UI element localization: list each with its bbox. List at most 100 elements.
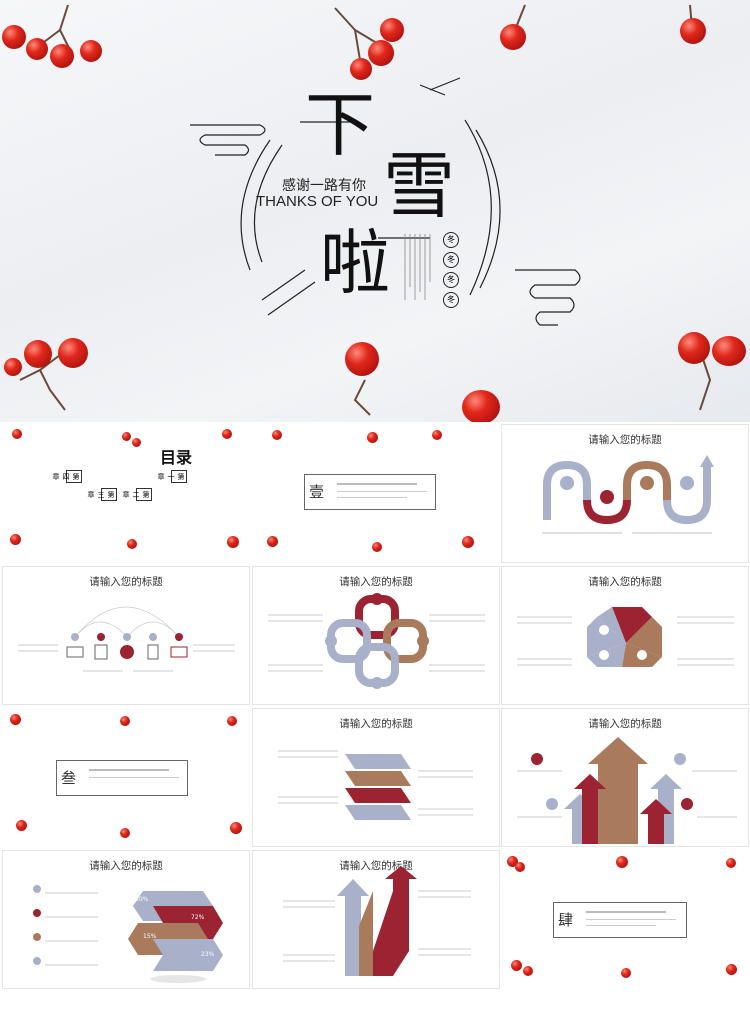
slide-section-4[interactable]: 肆 <box>501 850 749 989</box>
berry <box>12 429 22 439</box>
berry <box>500 24 526 50</box>
berry <box>726 858 736 868</box>
berry <box>515 862 525 872</box>
section-line <box>337 483 417 485</box>
berry <box>122 432 131 441</box>
slide-title: 请输入您的标题 <box>588 576 662 588</box>
slide-title: 请输入您的标题 <box>339 718 413 730</box>
seal-column: 冬 冬 冬 冬 <box>443 232 459 308</box>
section-line <box>586 919 676 920</box>
berry <box>127 539 137 549</box>
road-diagram <box>542 455 714 534</box>
pct-label: 80% <box>135 896 149 903</box>
toc-title: 目录 <box>160 448 193 467</box>
berry <box>372 542 382 552</box>
berry <box>227 716 237 726</box>
cover-slide[interactable]: 下 雪 啦 感谢一路有你 THANKS OF YOU 冬 冬 冬 冬 <box>0 0 750 422</box>
slide-content-loops[interactable]: 请输入您的标题 <box>252 566 500 705</box>
berry <box>16 820 27 831</box>
up-down-arrows <box>283 866 471 976</box>
footer-strip <box>0 992 750 1030</box>
title-char-xia: 下 <box>305 84 375 166</box>
section-line <box>337 497 407 498</box>
berry <box>80 40 102 62</box>
section-number: 壹 <box>309 483 325 501</box>
section-frame: 肆 <box>553 902 687 938</box>
vertical-text-block <box>402 232 432 302</box>
toc-chapter[interactable]: 第三章 <box>87 488 117 501</box>
berry <box>350 58 372 80</box>
slide-title: 请输入您的标题 <box>339 576 413 588</box>
berry <box>50 44 74 68</box>
section-frame: 叁 <box>56 760 188 796</box>
seal: 冬 <box>443 232 459 248</box>
slide-content-layers[interactable]: 请输入您的标题 <box>252 708 500 847</box>
zigzag-diagram <box>33 885 223 983</box>
berry <box>507 856 518 867</box>
slide-title: 请输入您的标题 <box>588 434 662 446</box>
berry <box>2 25 26 49</box>
berry <box>4 358 22 376</box>
section-line <box>89 777 179 778</box>
toc-chapter[interactable]: 第四章 <box>52 470 82 483</box>
seal: 冬 <box>443 272 459 288</box>
slide-content-octagon[interactable]: 请输入您的标题 <box>501 566 749 705</box>
title-char-xue: 雪 <box>383 144 456 228</box>
subtitle-cn: 感谢一路有你 <box>282 178 366 194</box>
slide-section-1[interactable]: 壹 <box>252 424 500 563</box>
layers-diagram <box>278 750 473 820</box>
berry <box>120 716 130 726</box>
berry <box>680 18 706 44</box>
berry <box>621 968 631 978</box>
slide-content-arrows[interactable]: 请输入您的标题 <box>501 708 749 847</box>
slide-title: 请输入您的标题 <box>588 718 662 730</box>
slide-content-up-down[interactable]: 请输入您的标题 <box>252 850 500 989</box>
toc-chapter[interactable]: 第二章 <box>122 488 152 501</box>
berry <box>222 429 232 439</box>
berry <box>10 534 21 545</box>
seal: 冬 <box>443 252 459 268</box>
slide-content-road[interactable]: 请输入您的标题 <box>501 424 749 563</box>
section-line <box>586 911 666 913</box>
berry <box>132 438 141 447</box>
berry <box>712 336 746 366</box>
slide-title: 请输入您的标题 <box>89 860 163 872</box>
seal: 冬 <box>443 292 459 308</box>
arc-diagram <box>18 606 235 672</box>
pct-label: 72% <box>191 914 205 921</box>
berry <box>380 18 404 42</box>
section-line <box>89 769 169 771</box>
slide-section-3[interactable]: 叁 <box>2 708 250 847</box>
berry <box>26 38 48 60</box>
loop-diagram <box>268 593 485 689</box>
berry <box>10 714 21 725</box>
pct-label: 23% <box>201 951 215 958</box>
octagon-diagram <box>517 607 734 667</box>
berry <box>511 960 522 971</box>
slide-title: 请输入您的标题 <box>89 576 163 588</box>
berry <box>267 536 278 547</box>
berry <box>120 828 130 838</box>
slide-title: 请输入您的标题 <box>339 860 413 872</box>
cover-decoration <box>19 4 712 416</box>
berry <box>368 40 394 66</box>
title-char-la: 啦 <box>320 222 390 304</box>
toc-chapter[interactable]: 第一章 <box>157 470 187 483</box>
section-number: 肆 <box>558 911 574 929</box>
slide-toc[interactable]: 目录 第四章 第三章 第二章 第一章 <box>2 424 250 563</box>
berry <box>462 390 500 422</box>
section-number: 叁 <box>61 769 77 787</box>
berry <box>230 822 242 834</box>
subtitle-en: THANKS OF YOU <box>256 193 379 210</box>
berry <box>272 430 282 440</box>
berry <box>432 430 442 440</box>
berry <box>678 332 710 364</box>
slide-content-zigzag[interactable]: 请输入您的标题 80% 72% 15% 23% <box>2 850 250 989</box>
berry <box>523 966 533 976</box>
berry <box>58 338 88 368</box>
pct-label: 15% <box>143 933 157 940</box>
berry <box>24 340 52 368</box>
arrows-diagram <box>517 737 737 844</box>
berry <box>616 856 628 868</box>
slide-content-arcs[interactable]: 请输入您的标题 <box>2 566 250 705</box>
